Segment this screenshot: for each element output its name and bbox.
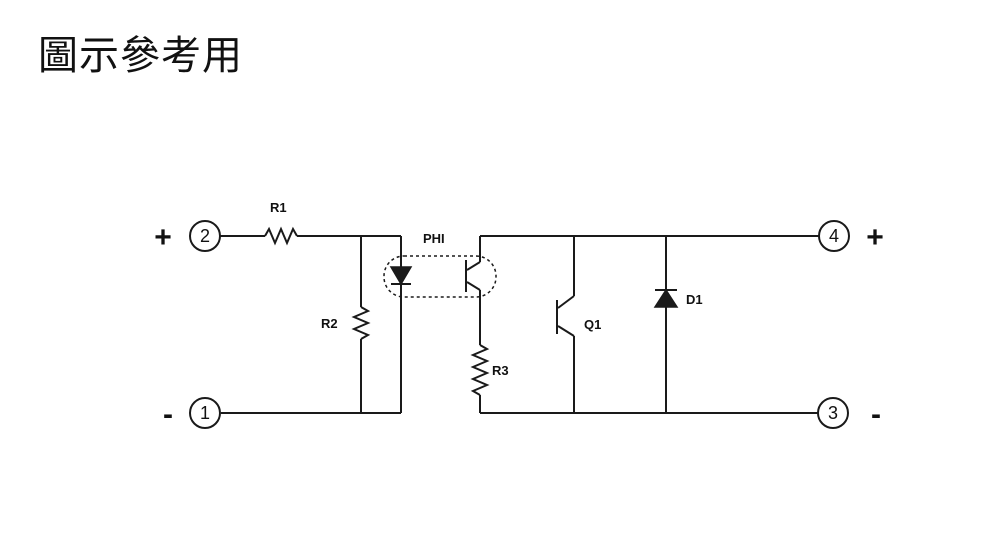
output-circuit bbox=[465, 235, 819, 414]
input-circuit bbox=[220, 226, 413, 414]
terminal-1-sign: - bbox=[163, 398, 173, 431]
phototransistor-collector bbox=[466, 261, 481, 271]
led-diode-icon bbox=[389, 266, 413, 286]
terminal-4-number: 4 bbox=[829, 226, 839, 246]
terminal-3-number: 3 bbox=[828, 403, 838, 423]
label-r2: R2 bbox=[321, 316, 338, 331]
terminal-3-sign: - bbox=[871, 398, 881, 431]
resistor-r1 bbox=[264, 226, 298, 246]
d1-diode-icon bbox=[653, 288, 679, 308]
terminal-2-sign: + bbox=[154, 221, 172, 254]
q1-emitter bbox=[557, 325, 575, 337]
label-d1: D1 bbox=[686, 292, 703, 307]
label-phi: PHI bbox=[423, 231, 445, 246]
terminal-2-number: 2 bbox=[200, 226, 210, 246]
terminal-4: 4 + bbox=[818, 220, 884, 254]
label-r3: R3 bbox=[492, 363, 509, 378]
terminal-2: 2 + bbox=[154, 220, 221, 254]
label-q1: Q1 bbox=[584, 317, 601, 332]
phi-optocoupler-outline bbox=[383, 255, 497, 298]
terminal-1: 1 - bbox=[163, 397, 221, 431]
terminal-4-sign: + bbox=[866, 221, 884, 254]
q1-collector bbox=[557, 295, 575, 309]
page-title: 圖示參考用 bbox=[38, 33, 243, 79]
label-r1: R1 bbox=[270, 200, 287, 215]
resistor-r3 bbox=[470, 344, 490, 396]
resistor-r2 bbox=[351, 306, 371, 340]
terminal-3: 3 - bbox=[817, 397, 881, 431]
terminal-1-number: 1 bbox=[200, 403, 210, 423]
phototransistor-emitter bbox=[466, 281, 481, 291]
